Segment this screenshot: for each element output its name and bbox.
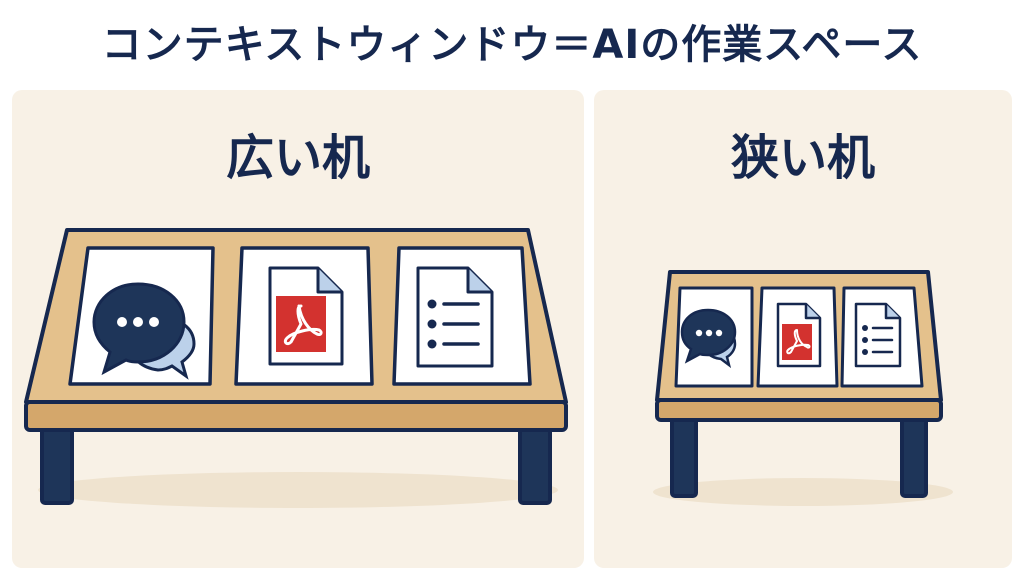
table-edge	[24, 400, 568, 432]
text-document-icon	[392, 246, 532, 386]
table-leg	[518, 423, 552, 505]
page-title: コンテキストウィンドウ＝AIの作業スペース	[101, 22, 923, 68]
narrow-desk-illustration	[653, 270, 953, 506]
chat-bubbles-icon	[674, 286, 754, 388]
table-edge	[655, 398, 943, 422]
table-leg	[900, 414, 928, 498]
pdf-document-icon	[234, 246, 374, 386]
table-leg	[40, 423, 74, 505]
pdf-document-icon	[756, 286, 839, 388]
narrow-desk-label: 狭い机	[730, 130, 875, 186]
wide-desk-label: 広い机	[225, 130, 370, 186]
chat-bubbles-icon	[68, 246, 215, 386]
narrow-desk-panel: 狭い机	[594, 90, 1012, 568]
wide-desk-illustration	[24, 228, 568, 508]
text-document-icon	[840, 286, 924, 388]
table-leg	[670, 414, 698, 498]
wide-desk-panel: 広い机	[12, 90, 584, 568]
